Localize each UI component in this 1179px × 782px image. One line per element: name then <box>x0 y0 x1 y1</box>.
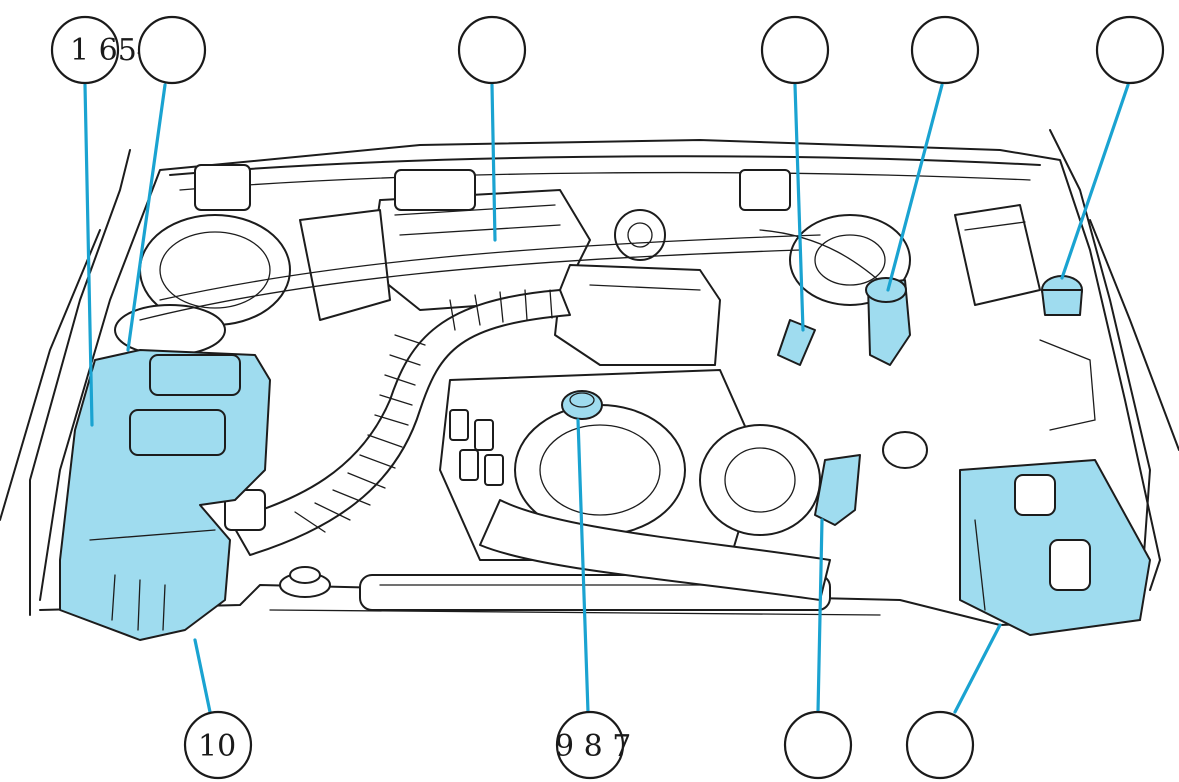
oil-filler-cap <box>561 390 603 420</box>
callouts-top: 1 65432 <box>50 15 1165 85</box>
callout-4 <box>910 15 980 85</box>
throttle-body-cover <box>554 264 721 366</box>
callout-6-label: 10 <box>198 729 236 764</box>
leader-1b <box>126 83 167 352</box>
leader-7 <box>576 418 590 714</box>
callout-8 <box>783 710 853 780</box>
highlighted-components <box>59 275 1151 641</box>
canister <box>814 454 861 526</box>
fuse-box <box>139 169 1096 469</box>
intake-tube <box>224 289 571 556</box>
callout-2 <box>457 15 527 85</box>
leader-3 <box>793 83 805 332</box>
callout-7: 9 8 7 <box>555 710 631 780</box>
leader-4 <box>886 83 944 292</box>
callout-3 <box>760 15 830 85</box>
air-filter-cover-lower <box>129 409 226 456</box>
callouts-bottom: 10 9 8 7 <box>183 710 975 780</box>
brake-booster <box>114 164 291 356</box>
leader-6 <box>193 638 212 714</box>
callout-9 <box>905 710 975 780</box>
intake-manifold <box>299 169 666 321</box>
callout-1b <box>137 15 207 85</box>
brake-fluid-reservoir <box>777 319 816 366</box>
callout-7-label: 9 8 7 <box>555 729 631 764</box>
leader-8 <box>816 518 824 714</box>
leader-5 <box>1060 83 1130 280</box>
callout-6: 10 <box>183 710 253 780</box>
engine-block <box>439 369 831 601</box>
leader-9 <box>953 623 1002 714</box>
leader-1a <box>83 83 94 427</box>
leader-2 <box>490 83 497 242</box>
air-filter-cover <box>149 354 241 396</box>
leader-lines <box>83 83 1130 714</box>
callout-5 <box>1095 15 1165 85</box>
